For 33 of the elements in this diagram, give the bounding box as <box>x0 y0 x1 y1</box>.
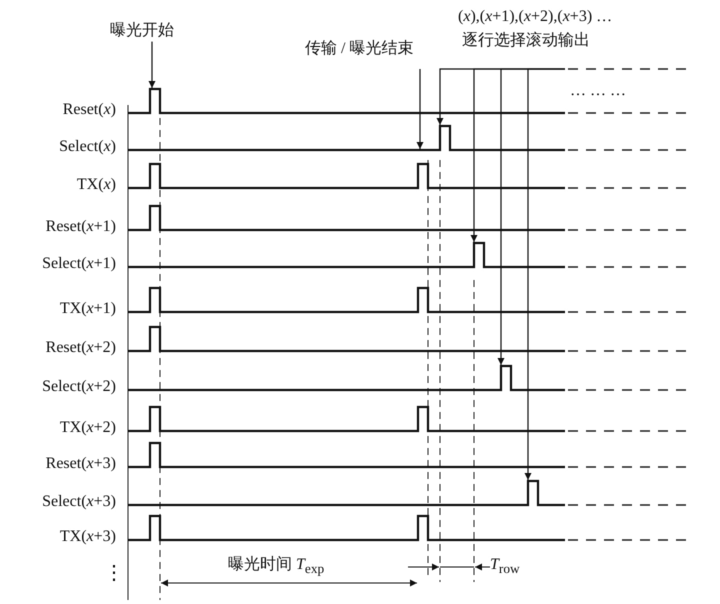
signal-waveform <box>128 286 438 314</box>
signal-waveform <box>128 364 521 392</box>
signal-name: Reset(x+3) <box>46 455 116 473</box>
signal-waveform <box>128 442 170 468</box>
annotation-text: 逐行选择滚动输出 <box>461 32 591 50</box>
annotation-text: 传输 / 曝光结束 <box>305 40 414 58</box>
ellipsis-text: … … … <box>570 82 626 100</box>
arrow <box>524 68 565 480</box>
signal-name: Reset(x+2) <box>46 339 116 357</box>
arrow <box>416 69 424 149</box>
signal-waveform <box>128 242 494 268</box>
signal-name: Select(x+2) <box>42 378 116 396</box>
annotation-text: 曝光开始 <box>110 22 174 40</box>
signal-name: TX(x+3) <box>60 528 116 546</box>
annotation-text: (x),(x+1),(x+2),(x+3) … <box>458 8 612 26</box>
signal-waveform <box>128 124 460 152</box>
signal-waveform <box>128 406 438 432</box>
signal-name: Select(x+1) <box>42 255 116 273</box>
signal-waveform <box>128 480 548 506</box>
signal-name: Reset(x+1) <box>46 218 116 236</box>
signal-name: Select(x+3) <box>42 493 116 511</box>
signal-waveform <box>128 88 170 114</box>
signal-name: TX(x) <box>76 176 116 194</box>
signal-waveform <box>128 326 170 352</box>
signal-name: Reset(x) <box>62 101 116 119</box>
signal-name: TX(x+1) <box>60 300 116 318</box>
signal-name: Select(x) <box>59 138 116 156</box>
ellipsis-text: ⋮ <box>104 562 124 584</box>
arrow <box>148 42 156 88</box>
signal-waveform <box>128 514 438 542</box>
signal-waveform <box>128 162 438 190</box>
signal-waveform <box>128 204 170 232</box>
signal-name: TX(x+2) <box>60 419 116 437</box>
